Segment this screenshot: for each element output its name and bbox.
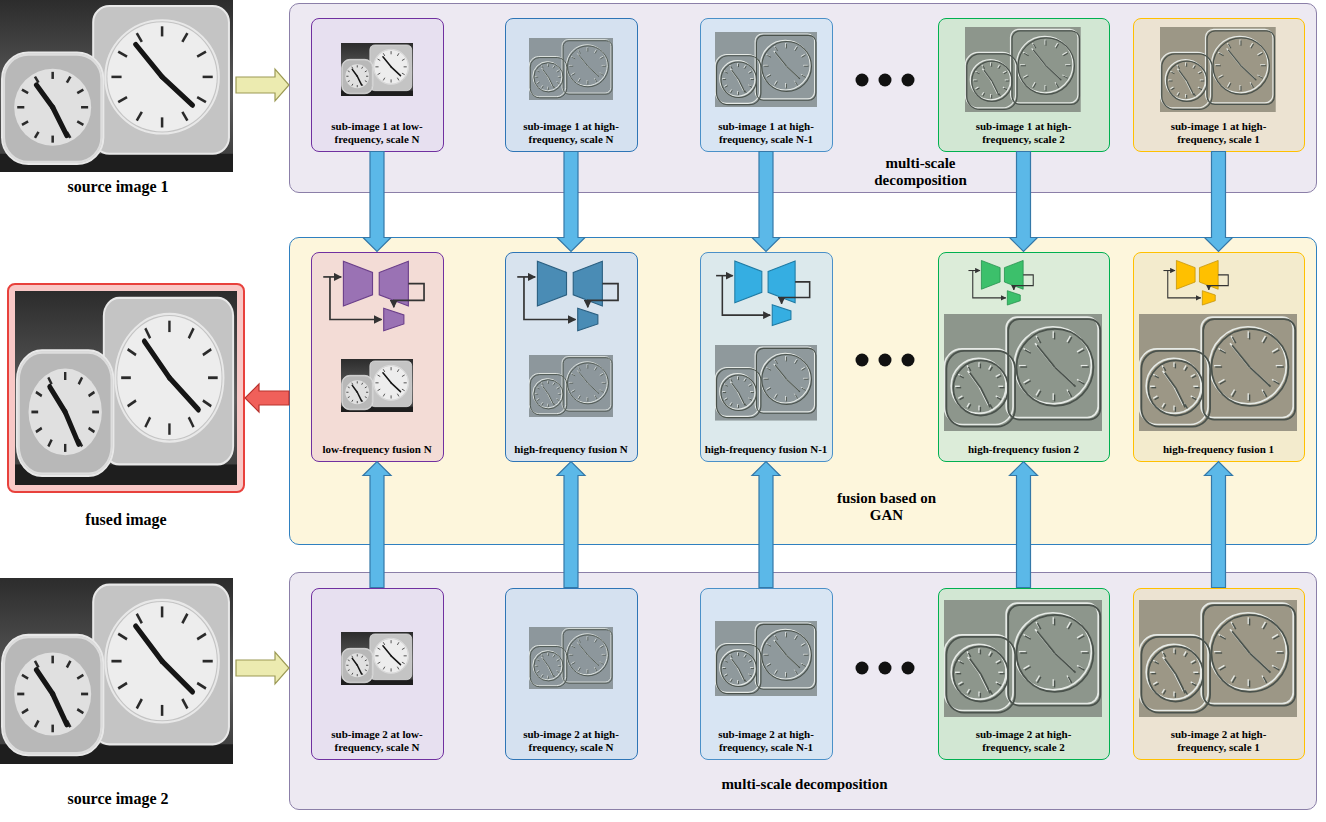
box-label: low-frequency fusion N [315,443,440,456]
edge-image [944,600,1102,717]
sub-image-box: sub-image 1 at high-frequency, scale 2 [938,18,1110,152]
edge-image [529,38,613,100]
sub-image-box: sub-image 2 at low-frequency, scale N [311,588,444,760]
clock-photo [341,359,413,412]
image-frame [7,283,245,493]
gan-network-icon [1162,259,1234,307]
gan-network-icon [515,259,627,333]
clock-photo [341,632,413,685]
gan-network-icon [714,259,818,328]
band-label: multi-scale decomposition [862,155,980,190]
sub-image-box: sub-image 1 at high-frequency, scale 1 [1133,18,1305,152]
fusion-box: high-frequency fusion 2 [938,252,1110,462]
flow-arrow [236,69,289,101]
clock-photo [0,578,233,764]
sub-image-box: sub-image 2 at high-frequency, scale N [505,588,638,760]
edge-image [1139,600,1297,717]
sub-image-box: sub-image 1 at high-frequency, scale N [505,18,638,152]
band-label: multi-scale decomposition [640,776,970,793]
process-band: low-frequency fusion N high-frequency fus… [289,237,1317,545]
fusion-box: high-frequency fusion 1 [1133,252,1305,462]
edge-image [715,32,817,108]
box-label: sub-image 1 at high-frequency, scale 2 [961,120,1086,145]
sub-image-box: sub-image 1 at low-frequency, scale N [311,18,444,152]
sub-image-box: sub-image 2 at high-frequency, scale 2 [938,588,1110,760]
box-label: sub-image 2 at high-frequency, scale N-1 [704,728,829,753]
edge-image [1160,27,1276,113]
fused-image: fused image [7,283,245,533]
box-label: sub-image 1 at low-frequency, scale N [315,120,440,145]
box-label: high-frequency fusion 1 [1137,443,1301,456]
edge-image [715,621,817,697]
box-label: sub-image 2 at low-frequency, scale N [315,728,440,753]
edge-image [965,27,1081,113]
clock-photo [341,43,413,96]
edge-image [529,355,613,417]
box-label: sub-image 2 at high-frequency, scale 2 [961,728,1086,753]
image-caption: fused image [85,511,166,529]
flow-arrow [245,384,289,412]
fusion-box: high-frequency fusion N [505,252,638,462]
fusion-box: low-frequency fusion N [311,252,444,462]
box-label: sub-image 1 at high-frequency, scale N-1 [704,120,829,145]
source-image: source image 1 [0,0,236,200]
box-label: sub-image 2 at high-frequency, scale N [509,728,634,753]
source-image: source image 2 [0,578,236,812]
edge-image [715,345,817,421]
box-label: high-frequency fusion 2 [942,443,1106,456]
flow-arrow [236,652,289,684]
sub-image-box: sub-image 1 at high-frequency, scale N-1 [700,18,833,152]
box-label: sub-image 1 at high-frequency, scale N [509,120,634,145]
fusion-box: high-frequency fusion N-1 [700,252,833,462]
process-band: sub-image 1 at low-frequency, scale N sub… [289,3,1317,193]
process-band: sub-image 2 at low-frequency, scale N sub… [289,572,1317,810]
box-label: high-frequency fusion N [509,443,634,456]
gan-network-icon [321,259,433,333]
clock-photo [15,291,237,485]
sub-image-box: sub-image 2 at high-frequency, scale N-1 [700,588,833,760]
band-label: fusion based on GAN [830,490,944,525]
edge-image [529,627,613,689]
sub-image-box: sub-image 2 at high-frequency, scale 1 [1133,588,1305,760]
image-caption: source image 1 [67,178,168,196]
edge-image [1139,314,1297,431]
edge-image [944,314,1102,431]
clock-photo [0,0,233,172]
box-label: sub-image 2 at high-frequency, scale 1 [1156,728,1281,753]
image-caption: source image 2 [67,790,168,808]
box-label: high-frequency fusion N-1 [704,443,829,456]
box-label: sub-image 1 at high-frequency, scale 1 [1156,120,1281,145]
gan-network-icon [967,259,1039,307]
